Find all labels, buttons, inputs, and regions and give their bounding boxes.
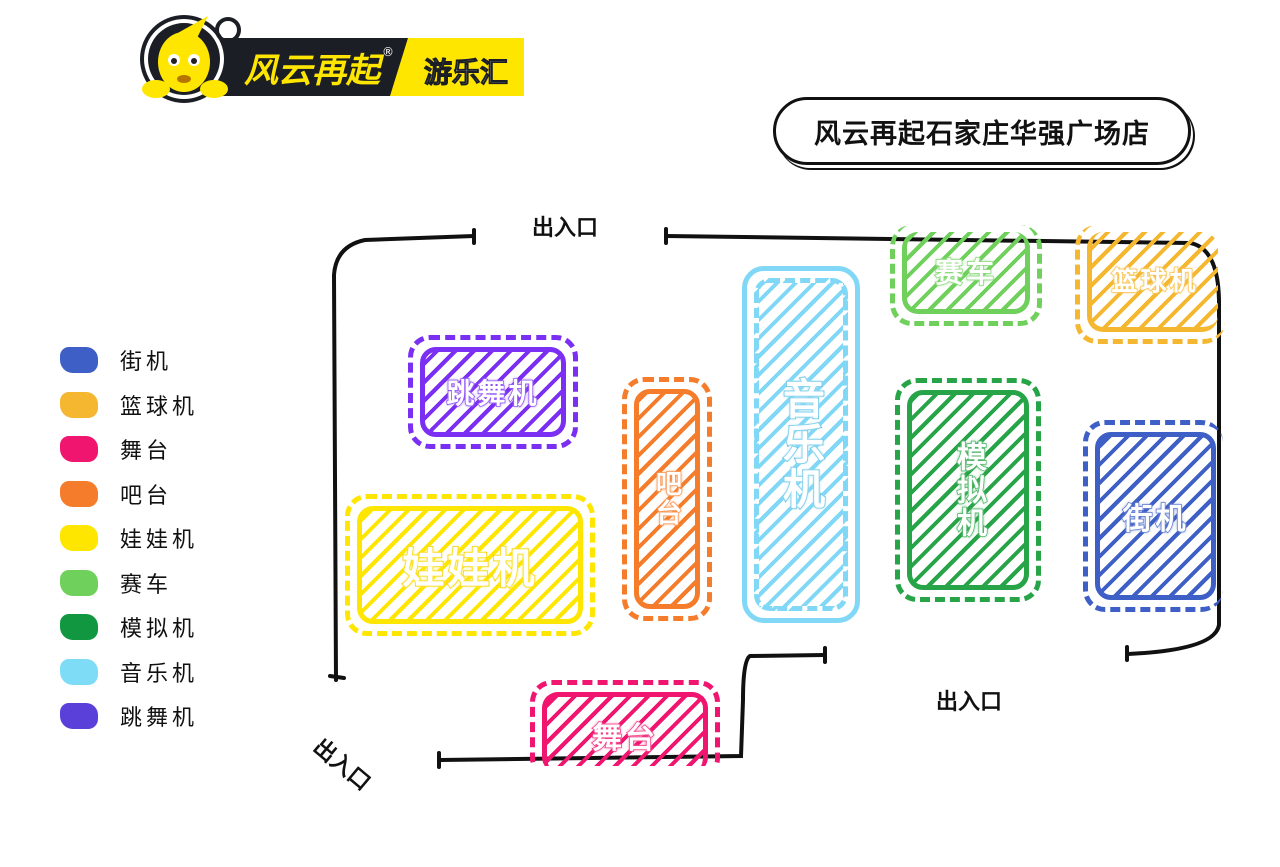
- logo-sub-text: 游乐汇: [424, 56, 508, 89]
- zone-simulator[interactable]: 模拟机: [895, 378, 1041, 602]
- zone-music-machine[interactable]: 音乐机: [742, 266, 860, 623]
- legend: 街机篮球机舞台吧台娃娃机赛车模拟机音乐机跳舞机: [60, 338, 198, 739]
- registered-mark: ®: [382, 45, 394, 59]
- legend-swatch: [60, 569, 98, 596]
- zone-label: 模拟机: [950, 440, 987, 541]
- entrance-bottom-right: 出入口: [936, 690, 1003, 715]
- legend-swatch: [60, 614, 98, 641]
- legend-swatch: [60, 525, 98, 552]
- zone-arcade[interactable]: 街机: [1083, 420, 1223, 612]
- zone-bar[interactable]: 吧台: [622, 377, 712, 621]
- zone-racing[interactable]: 赛车: [890, 225, 1042, 326]
- legend-swatch: [60, 480, 98, 507]
- legend-item: 街机: [60, 338, 198, 383]
- legend-label: 娃娃机: [120, 528, 199, 554]
- legend-label: 模拟机: [120, 617, 199, 643]
- zone-claw-machine[interactable]: 娃娃机: [345, 494, 595, 636]
- legend-label: 音乐机: [120, 661, 199, 687]
- legend-swatch: [60, 391, 98, 418]
- legend-swatch: [60, 658, 98, 685]
- zone-stage[interactable]: 舞台: [530, 680, 720, 780]
- legend-swatch: [60, 347, 98, 374]
- legend-swatch: [60, 436, 98, 463]
- legend-item: 跳舞机: [60, 694, 198, 739]
- entrance-top: 出入口: [532, 216, 599, 241]
- legend-item: 模拟机: [60, 605, 198, 650]
- legend-item: 篮球机: [60, 383, 198, 428]
- legend-item: 娃娃机: [60, 516, 198, 561]
- wall-bottom: [438, 653, 827, 762]
- brand-logo: 风云再起 ® 游乐汇: [136, 14, 526, 104]
- legend-item: 音乐机: [60, 650, 198, 695]
- stage-cutoff: [520, 766, 730, 796]
- legend-label: 赛车: [120, 572, 173, 598]
- zone-label: 跳舞机: [446, 376, 540, 411]
- zone-label: 街机: [1122, 501, 1189, 538]
- legend-swatch: [60, 703, 98, 730]
- legend-item: 舞台: [60, 427, 198, 472]
- store-title: 风云再起石家庄华强广场店: [773, 97, 1191, 165]
- zone-label: 音乐机: [776, 376, 827, 513]
- logo-brand-text: 风云再起: [244, 51, 385, 91]
- wall-left: [331, 234, 476, 682]
- zone-label: 娃娃机: [401, 543, 538, 594]
- zone-label: 吧台: [651, 469, 683, 529]
- legend-item: 吧台: [60, 472, 198, 517]
- legend-label: 舞台: [120, 439, 173, 465]
- zone-label: 篮球机: [1111, 266, 1199, 298]
- legend-label: 篮球机: [120, 394, 199, 420]
- zone-label: 舞台: [591, 720, 658, 757]
- zone-label: 赛车: [934, 255, 997, 290]
- legend-label: 街机: [120, 350, 173, 376]
- legend-label: 跳舞机: [120, 706, 199, 732]
- zone-basketball[interactable]: 篮球机: [1075, 225, 1225, 344]
- zone-dance-machine[interactable]: 跳舞机: [408, 335, 578, 449]
- legend-label: 吧台: [120, 483, 173, 509]
- legend-item: 赛车: [60, 561, 198, 606]
